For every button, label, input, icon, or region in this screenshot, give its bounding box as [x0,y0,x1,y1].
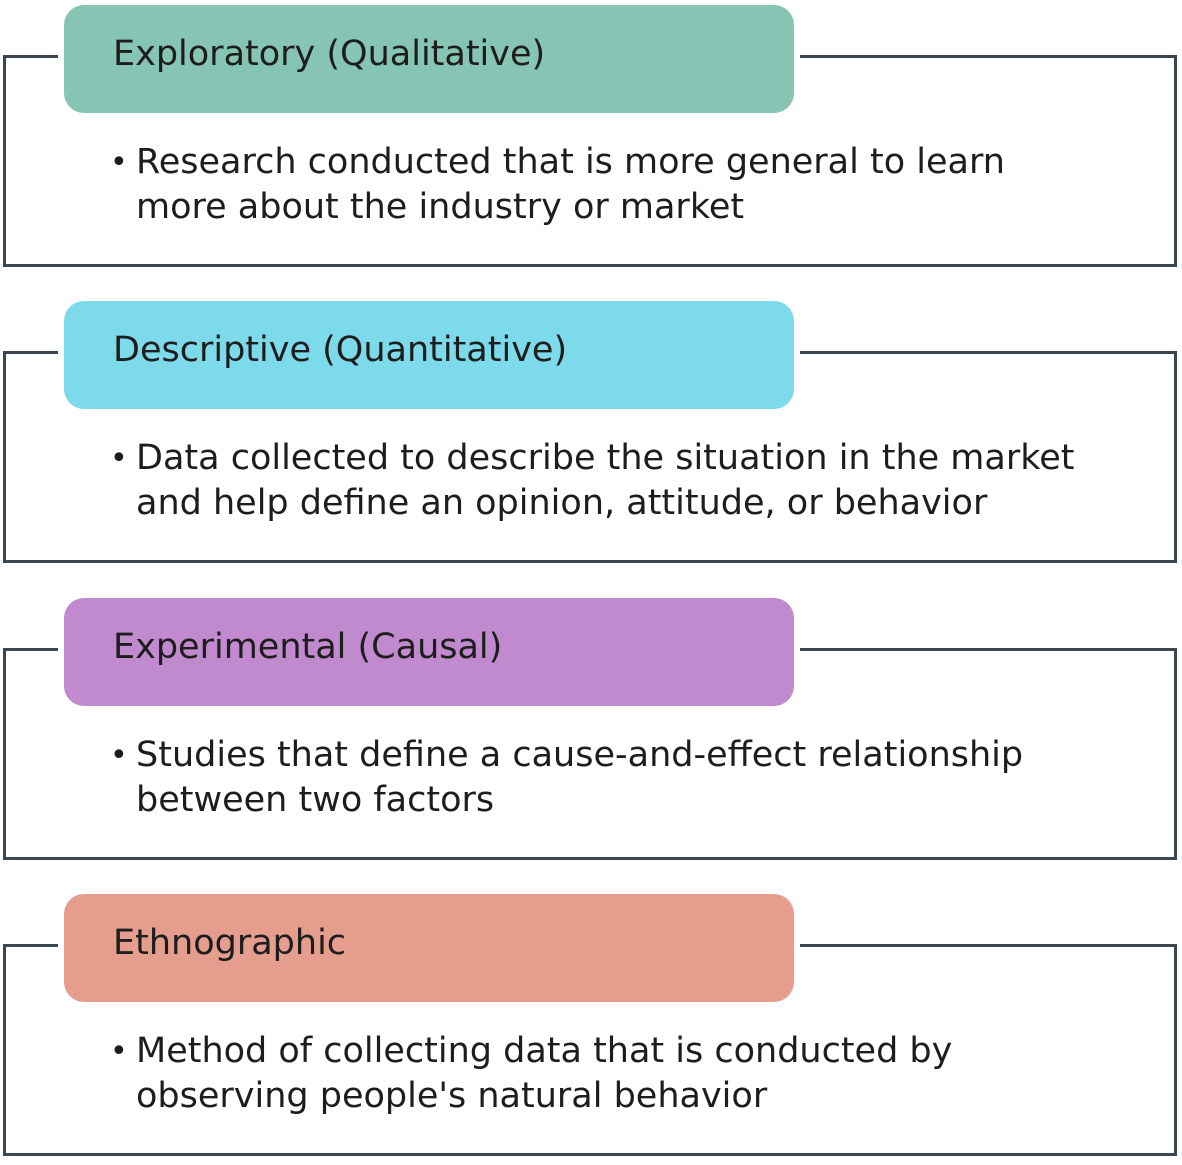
bullet-text: Research conducted that is more general … [136,142,1005,227]
bullet-item: • Data collected to describe the situati… [110,436,1130,526]
section-title: Exploratory (Qualitative) [113,34,546,74]
title-pill-ethnographic: Ethnographic [64,894,794,1002]
bullet-icon: • [110,441,128,476]
section-title: Ethnographic [113,923,347,963]
bullet-icon: • [110,738,128,773]
bullet-text: Studies that define a cause-and-effect r… [136,735,1024,820]
section-experimental: Experimental (Causal) • Studies that def… [0,593,1182,863]
bullet-icon: • [110,1034,128,1069]
title-pill-experimental: Experimental (Causal) [64,598,794,706]
bullet-text: Method of collecting data that is conduc… [136,1031,953,1116]
section-title: Experimental (Causal) [113,627,503,667]
bullet-item: • Method of collecting data that is cond… [110,1029,1130,1119]
section-title: Descriptive (Quantitative) [113,330,568,370]
bullet-text: Data collected to describe the situation… [136,438,1075,523]
section-ethnographic: Ethnographic • Method of collecting data… [0,889,1182,1159]
section-descriptive: Descriptive (Quantitative) • Data collec… [0,296,1182,566]
bullet-item: • Research conducted that is more genera… [110,140,1130,230]
bullet-icon: • [110,145,128,180]
bullet-item: • Studies that define a cause-and-effect… [110,733,1130,823]
title-pill-exploratory: Exploratory (Qualitative) [64,5,794,113]
title-pill-descriptive: Descriptive (Quantitative) [64,301,794,409]
section-exploratory: Exploratory (Qualitative) • Research con… [0,0,1182,270]
